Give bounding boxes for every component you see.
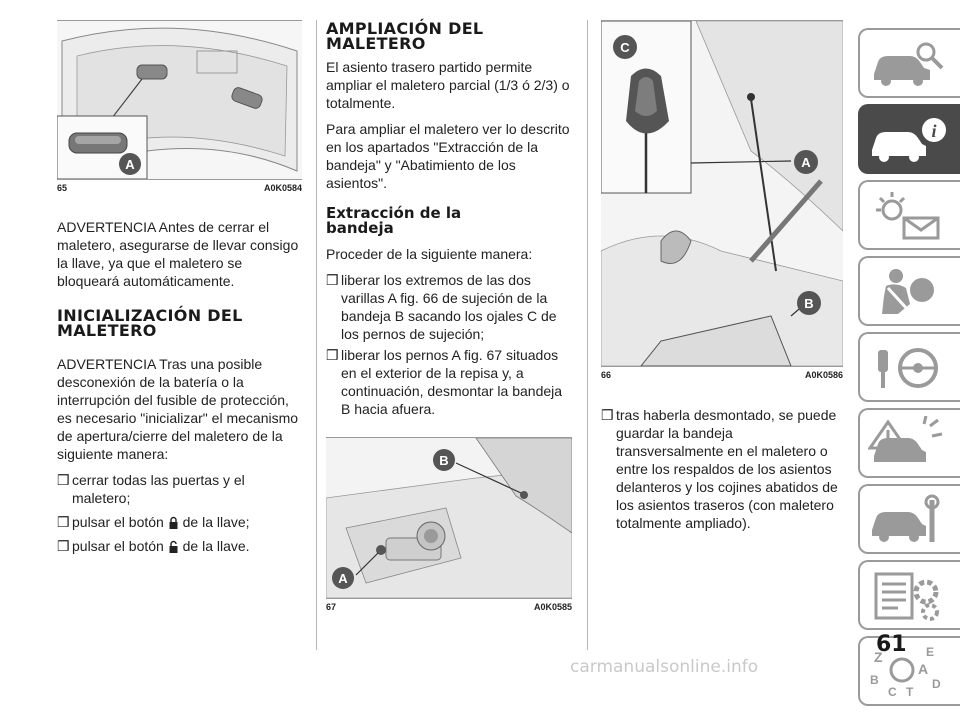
section-heading: AMPLIACIÓN DEL MALETERO — [326, 19, 484, 53]
bullet-checkbox-icon: ❒ — [57, 472, 70, 488]
list-item-text: liberar los pernos A fig. 67 situados en… — [341, 347, 563, 417]
list-item: ❒ cerrar todas las puertas y el maletero… — [57, 471, 302, 507]
callout-label: B — [804, 296, 813, 311]
list-item-text: liberar los extremos de las dos varillas… — [341, 272, 557, 342]
tab-warning-lights[interactable] — [858, 180, 960, 250]
column-1-text: ADVERTENCIA Antes de cerrar el maletero,… — [57, 218, 302, 556]
car-info-icon: i — [872, 118, 946, 162]
bullet-checkbox-icon: ❒ — [601, 407, 614, 423]
unlock-icon — [169, 540, 178, 553]
key-steering-icon — [878, 348, 938, 388]
svg-text:B: B — [870, 673, 879, 687]
list-item: ❒ liberar los extremos de las dos varill… — [326, 271, 572, 343]
list-item-text: de la llave. — [182, 538, 250, 554]
figure-66: C A B — [601, 20, 843, 366]
lock-icon — [169, 516, 178, 529]
figure-number: 67 — [326, 602, 337, 612]
bullet-checkbox-icon: ❒ — [326, 347, 339, 363]
svg-text:Z: Z — [874, 649, 883, 665]
figure-code: A0K0586 — [804, 370, 843, 380]
column-divider — [316, 20, 317, 650]
svg-text:D: D — [932, 677, 941, 691]
tab-airbag-safety[interactable] — [858, 256, 960, 326]
shelf-rod-illustration: C A B — [601, 21, 843, 366]
list-item-text: tras haberla desmontado, se puede guarda… — [616, 407, 838, 531]
figure-code: A0K0585 — [533, 602, 572, 612]
list-item-text: pulsar el botón — [72, 538, 164, 554]
warning-paragraph: ADVERTENCIA Tras una posible desconexión… — [57, 356, 299, 462]
tab-car-info[interactable]: i — [858, 104, 960, 174]
list-item: ❒ liberar los pernos A fig. 67 situados … — [326, 346, 572, 418]
page-number: 61 — [876, 632, 907, 657]
warning-paragraph: ADVERTENCIA Antes de cerrar el maletero,… — [57, 219, 299, 289]
figure-code: A0K0584 — [263, 183, 302, 193]
tab-car-search[interactable] — [858, 28, 960, 98]
tech-data-icon — [874, 572, 939, 621]
bullet-checkbox-icon: ❒ — [326, 272, 339, 288]
list-item-text: pulsar el botón — [72, 514, 164, 530]
car-search-icon — [874, 42, 944, 86]
figure-65: A — [57, 20, 302, 179]
svg-text:T: T — [906, 685, 914, 699]
tab-car-service[interactable] — [858, 484, 960, 554]
tab-key-steering[interactable] — [858, 332, 960, 402]
figure-caption: 65 A0K0584 — [57, 179, 302, 193]
column-3-text: ❒ tras haberla desmontado, se puede guar… — [601, 406, 843, 533]
bullet-checkbox-icon: ❒ — [57, 538, 70, 554]
tab-tech-data[interactable] — [858, 560, 960, 630]
list-item: ❒ tras haberla desmontado, se puede guar… — [601, 406, 843, 532]
svg-text:i: i — [931, 121, 936, 141]
list-item-text: de la llave; — [182, 514, 250, 530]
figure-caption: 66 A0K0586 — [601, 366, 843, 380]
callout-label: B — [439, 453, 448, 468]
figure-number: 65 — [57, 183, 68, 193]
callout-label: C — [620, 40, 630, 55]
tab-alphabet-index[interactable]: Z E A B C T D — [858, 636, 960, 706]
section-heading: INICIALIZACIÓN DEL MALETERO — [57, 306, 243, 340]
column-divider — [587, 20, 588, 650]
svg-text:E: E — [926, 645, 934, 659]
parcel-shelf-illustration: B A — [326, 438, 572, 598]
figure-67: B A — [326, 437, 572, 598]
svg-text:C: C — [888, 685, 897, 699]
trunk-lid-illustration: A — [57, 21, 302, 179]
callout-label: A — [338, 571, 348, 586]
airbag-safety-icon — [882, 269, 934, 314]
bullet-checkbox-icon: ❒ — [57, 514, 70, 530]
chapter-tabs: i — [858, 28, 960, 712]
figure-caption: 67 A0K0585 — [326, 598, 572, 612]
callout-label: A — [125, 157, 135, 172]
paragraph: Para ampliar el maletero ver lo descrito… — [326, 121, 570, 191]
subsection-heading: Extracción de la bandeja — [326, 204, 462, 237]
car-crash-icon — [868, 416, 943, 462]
callout-label: A — [801, 155, 811, 170]
paragraph: El asiento trasero partido permite ampli… — [326, 59, 570, 111]
list-item: ❒ pulsar el botón de la llave. — [57, 537, 302, 555]
watermark: carmanualsonline.info — [570, 657, 759, 677]
column-2-text: AMPLIACIÓN DEL MALETERO El asiento trase… — [326, 21, 572, 419]
warning-lights-icon — [876, 192, 940, 240]
paragraph: Proceder de la siguiente manera: — [326, 246, 533, 262]
list-item-text: cerrar todas las puertas y el maletero; — [72, 472, 245, 506]
car-service-icon — [872, 494, 940, 542]
figure-number: 66 — [601, 370, 612, 380]
svg-text:A: A — [918, 661, 928, 677]
tab-car-crash[interactable] — [858, 408, 960, 478]
list-item: ❒ pulsar el botón de la llave; — [57, 513, 302, 531]
